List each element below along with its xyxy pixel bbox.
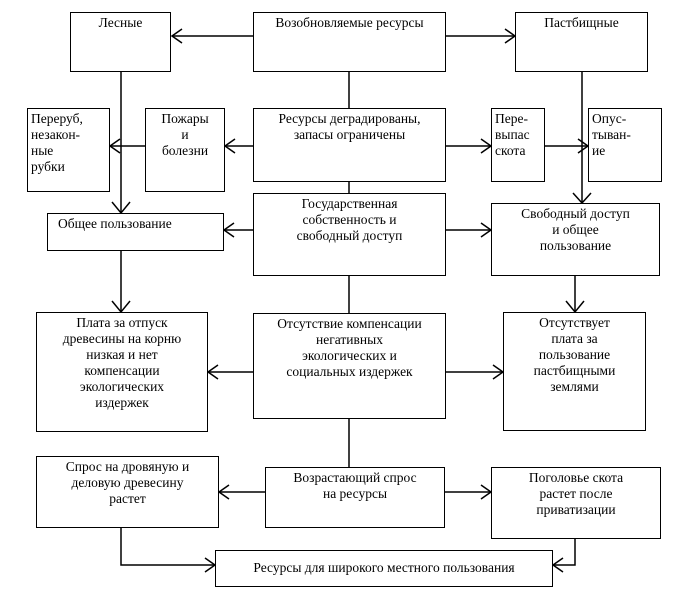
node-overcutting: Переруб, незакон- ные рубки: [27, 108, 110, 192]
node-renewable-resources: Возобновляемые ресурсы: [253, 12, 446, 72]
node-free-access: Свободный доступ и общее пользование: [491, 203, 660, 276]
node-state-ownership: Государственная собственность и свободны…: [253, 193, 446, 276]
node-degraded-resources: Ресурсы деградированы, запасы ограничены: [253, 108, 446, 182]
node-no-compensation: Отсутствие компенсации негативных эколог…: [253, 313, 446, 419]
node-overgrazing: Пере- выпас скота: [491, 108, 545, 182]
node-livestock-growth: Поголовье скота растет после приватизаци…: [491, 467, 661, 539]
node-fires-diseases: Пожары и болезни: [145, 108, 225, 192]
node-forest-resources: Лесные: [70, 12, 171, 72]
node-pasture-resources: Пастбищные: [515, 12, 648, 72]
node-no-pasture-fee: Отсутствует плата за пользование пастбищ…: [503, 312, 646, 431]
node-stumpage-fee: Плата за отпуск древесины на корню низка…: [36, 312, 208, 432]
node-local-use: Ресурсы для широкого местного пользовани…: [215, 550, 553, 587]
node-growing-demand: Возрастающий спрос на ресурсы: [265, 467, 445, 528]
node-wood-demand: Спрос на дровяную и деловую древесину ра…: [36, 456, 219, 528]
node-common-use: Общее пользование: [47, 213, 224, 251]
node-desertification: Опус- тыван- ие: [588, 108, 662, 182]
